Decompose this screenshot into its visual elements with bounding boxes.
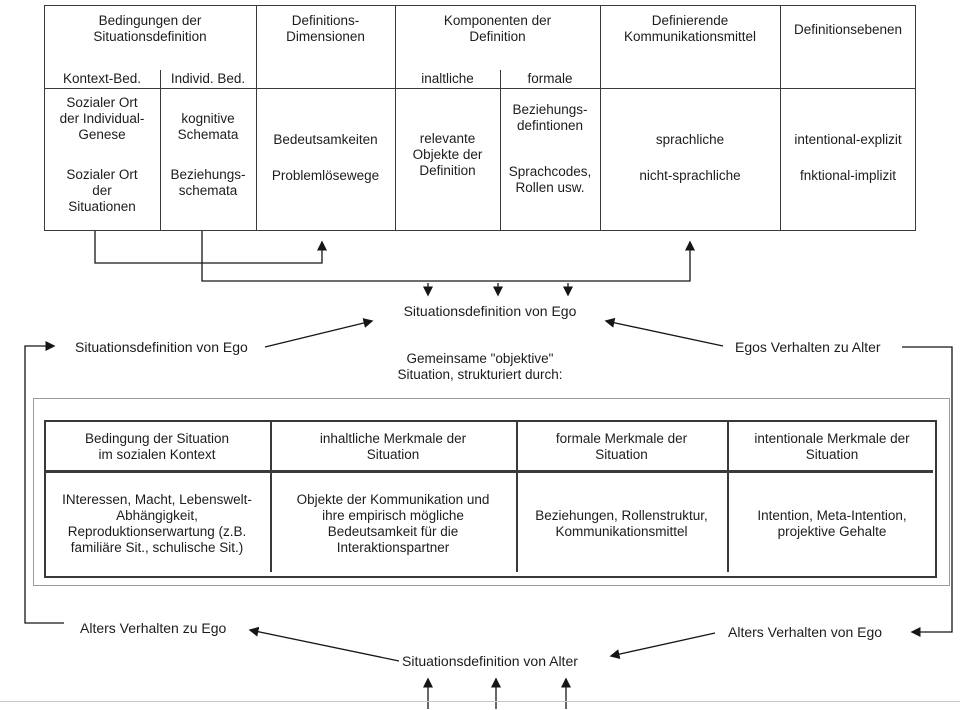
table2-header-divider: [46, 470, 933, 473]
cell-formal-1: Beziehungs- defintionen: [512, 102, 588, 133]
table1-subheader-inhaltliche: inaltliche: [421, 71, 474, 86]
arrow-egoleft-to-egocenter: [264, 318, 374, 348]
table1-subline-inhalt: [500, 70, 501, 230]
table2-vline-2: [516, 422, 518, 572]
table1-header-dimensionen: Definitions- Dimensionen: [286, 13, 365, 44]
table1-header-bedingungen: Bedingungen der Situationsdefinition: [93, 13, 207, 44]
arrow-individ-to-kommunikationsmittel: [201, 231, 695, 282]
cell-kontext-2: Sozialer Ort der Situationen: [66, 167, 138, 214]
label-egos-verhalten-zu-alter: Egos Verhalten zu Alter: [735, 339, 881, 355]
cell-mittel-2: nicht-sprachliche: [639, 168, 741, 183]
table2-cell-interessen: INteressen, Macht, Lebenswelt- Abhängigk…: [62, 492, 252, 555]
table2-header-inhaltliche: inhaltliche Merkmale der Situation: [319, 431, 467, 462]
cell-individ-1: kognitive Schemata: [177, 111, 239, 142]
table2-vline-3: [727, 422, 729, 572]
table1-header-definitionsebenen: Definitionsebenen: [793, 22, 903, 37]
label-gemeinsame-objektive-situation: Gemeinsame "objektive" Situation, strukt…: [397, 351, 563, 382]
cell-dimensionen-2: Problemlösewege: [271, 168, 380, 183]
arrow-kontext-to-dimensionen: [94, 231, 327, 264]
cell-ebenen-1: intentional-explizit: [794, 132, 902, 147]
arrow-altersvonego-to-altercenter: [609, 632, 716, 660]
table2-cell-objekte: Objekte der Kommunikation und ihre empir…: [296, 492, 490, 555]
table1-vline-1: [256, 6, 257, 230]
cell-kontext-1: Sozialer Ort der Individual- Genese: [59, 95, 145, 142]
table1-subheader-formale: formale: [527, 71, 573, 86]
cell-individ-2: Beziehungs- schemata: [170, 167, 246, 198]
table2-cell-intention: Intention, Meta-Intention, projektive Ge…: [757, 508, 907, 539]
table1-subheader-individ: Individ. Bed.: [170, 71, 246, 86]
cell-formal-2: Sprachcodes, Rollen usw.: [508, 164, 592, 195]
table1-border: [44, 5, 916, 231]
label-alters-verhalten-zu-ego: Alters Verhalten zu Ego: [80, 620, 227, 636]
table1-header-komponenten: Komponenten der Definition: [443, 13, 552, 44]
table1-subheader-kontext: Kontext-Bed.: [62, 71, 142, 86]
cell-dimensionen-1: Bedeutsamkeiten: [273, 132, 378, 147]
label-alters-verhalten-von-ego: Alters Verhalten von Ego: [728, 624, 883, 640]
page-bottom-edge: [0, 701, 960, 702]
table1-vline-4: [780, 6, 781, 230]
table1-header-kommunikationsmittel: Definierende Kommunikationsmittel: [623, 13, 757, 44]
table1-vline-3: [600, 6, 601, 230]
table2-header-formale: formale Merkmale der Situation: [555, 431, 688, 462]
table2-cell-beziehungen: Beziehungen, Rollenstruktur, Kommunikati…: [535, 508, 708, 539]
cell-ebenen-2: fnktional-implizit: [799, 168, 897, 183]
label-situationsdefinition-ego-left: Situationsdefinition von Ego: [75, 339, 248, 355]
cell-inhaltlich-1: relevante Objekte der Definition: [412, 131, 483, 178]
label-situationsdefinition-ego-center: Situationsdefinition von Ego: [403, 303, 577, 319]
table2-vline-1: [270, 422, 272, 572]
table2-header-bedingung: Bedingung der Situation im sozialen Kont…: [84, 431, 230, 462]
table2-header-intentionale: intentionale Merkmale der Situation: [754, 431, 910, 462]
cell-mittel-1: sprachliche: [655, 132, 725, 147]
table1-vline-2: [395, 6, 396, 230]
label-situationsdefinition-alter: Situationsdefinition von Alter: [402, 653, 578, 669]
arrow-egosverhalten-to-egocenter: [604, 317, 724, 347]
table1-subline-kontext: [160, 70, 161, 230]
table1-header-divider: [45, 88, 915, 89]
arrow-altercenter-to-alterszuego: [248, 626, 400, 662]
